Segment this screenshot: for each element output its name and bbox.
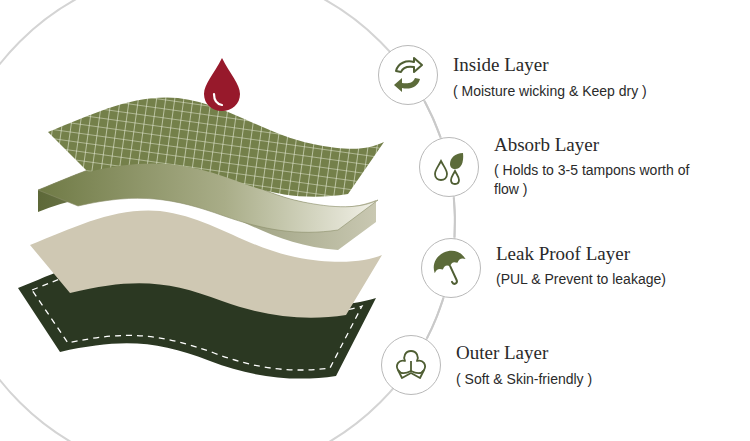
layer-description: (PUL & Prevent to leakage) xyxy=(496,270,666,289)
arc-connector xyxy=(454,198,455,238)
cotton-icon xyxy=(381,335,441,395)
layer-heading: Leak Proof Layer xyxy=(496,243,630,265)
arc-connector xyxy=(427,298,444,338)
layer-heading: Absorb Layer xyxy=(494,134,599,156)
icon-circle: Absorb Layer( Holds to 3-5 tampons worth… xyxy=(419,137,479,197)
layer-heading: Outer Layer xyxy=(456,342,548,364)
layer-description: ( Moisture wicking & Keep dry ) xyxy=(453,82,647,101)
layer-description: ( Soft & Skin-friendly ) xyxy=(456,370,592,389)
layer-heading: Inside Layer xyxy=(453,54,548,76)
drops-icon xyxy=(419,137,479,197)
icon-circle: Inside Layer( Moisture wicking & Keep dr… xyxy=(378,45,438,105)
umbrella-icon xyxy=(421,238,481,298)
cycle-icon xyxy=(378,45,438,105)
arc-connector xyxy=(425,101,441,137)
layer-description: ( Holds to 3-5 tampons worth of flow ) xyxy=(494,161,709,199)
